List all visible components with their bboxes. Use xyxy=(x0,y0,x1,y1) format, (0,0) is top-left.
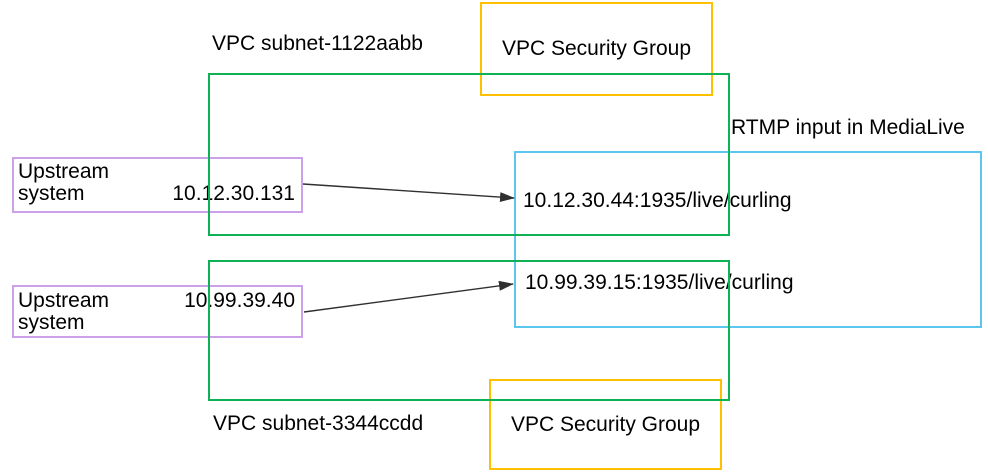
security-group-2-box: VPC Security Group xyxy=(489,379,722,470)
subnet-2-label: VPC subnet-3344ccdd xyxy=(213,412,424,435)
upstream-system-2-box: Upstream 10.99.39.40 system xyxy=(12,285,303,338)
upstream-2-ip: 10.99.39.40 xyxy=(184,289,295,312)
subnet-2-box xyxy=(208,260,730,401)
rtmp-endpoint-2: 10.99.39.15:1935/live/curling xyxy=(525,271,794,294)
subnet-1-box xyxy=(208,73,730,236)
upstream-1-name-line2: system xyxy=(18,182,85,205)
subnet-1-label: VPC subnet-1122aabb xyxy=(212,32,423,55)
rtmp-endpoint-1: 10.12.30.44:1935/live/curling xyxy=(523,189,792,212)
upstream-system-1-box: Upstream system 10.12.30.131 xyxy=(12,157,303,213)
upstream-1-ip: 10.12.30.131 xyxy=(172,182,295,205)
security-group-1-label: VPC Security Group xyxy=(501,37,692,60)
upstream-2-name-line1: Upstream xyxy=(18,289,110,312)
rtmp-input-label: RTMP input in MediaLive xyxy=(731,116,965,139)
upstream-2-name-line2: system xyxy=(18,311,85,334)
security-group-2-label: VPC Security Group xyxy=(510,412,701,436)
upstream-1-name-line1: Upstream xyxy=(18,160,110,183)
security-group-1-box: VPC Security Group xyxy=(480,2,713,96)
rtmp-input-box: 10.12.30.44:1935/live/curling 10.99.39.1… xyxy=(514,151,982,328)
